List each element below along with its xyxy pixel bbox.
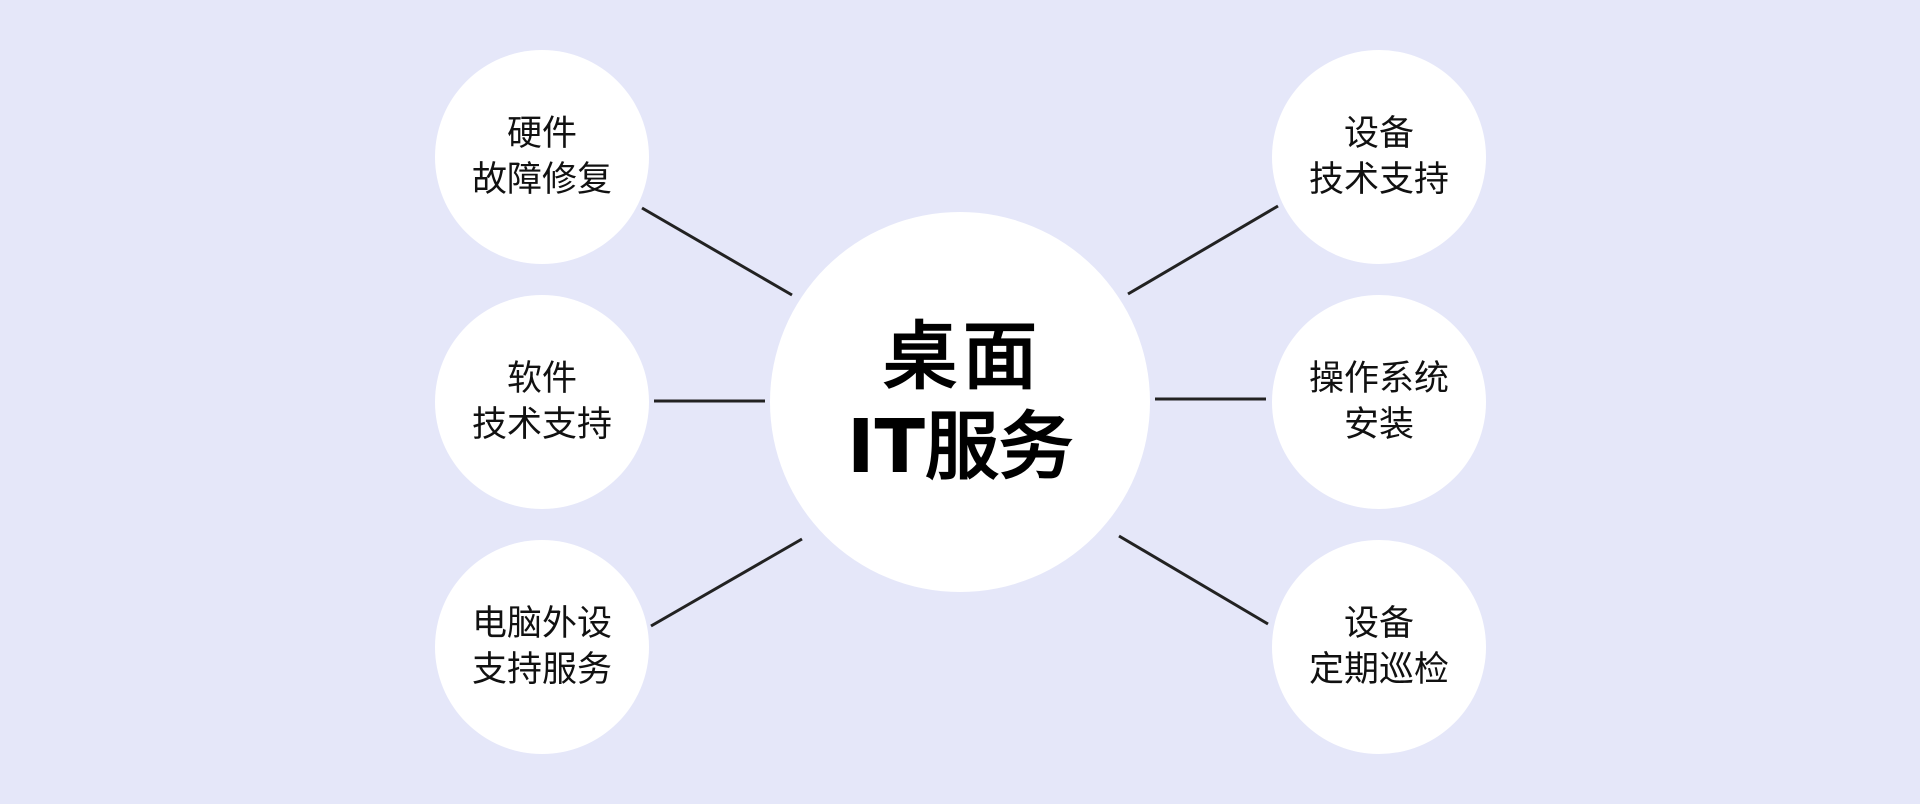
node-software-line1: 软件	[506, 359, 577, 399]
node-device-support-line1: 设备	[1343, 114, 1414, 154]
node-device-support: 设备 技术支持	[1272, 50, 1486, 264]
node-device-support-line2: 技术支持	[1308, 160, 1449, 200]
node-inspection-line1: 设备	[1343, 604, 1414, 644]
center-title-line2: IT服务	[846, 404, 1073, 490]
connector-device-support	[1127, 204, 1279, 296]
node-peripheral-support: 电脑外设 支持服务	[435, 540, 649, 754]
node-os-install: 操作系统 安装	[1272, 295, 1486, 509]
node-software-line2: 技术支持	[471, 405, 612, 445]
connector-hardware	[641, 206, 793, 297]
connector-inspection	[1118, 534, 1269, 626]
node-hardware-line1: 硬件	[506, 114, 577, 154]
connector-peripheral	[650, 537, 803, 628]
node-hardware-repair: 硬件 故障修复	[435, 50, 649, 264]
center-title-line1: 桌面	[883, 314, 1043, 400]
node-hardware-line2: 故障修复	[471, 160, 612, 200]
node-os-install-line1: 操作系统	[1308, 359, 1449, 399]
node-peripheral-line2: 支持服务	[471, 650, 612, 690]
node-inspection-line2: 定期巡检	[1308, 650, 1449, 690]
center-node: 桌面 IT服务	[770, 212, 1150, 592]
node-os-install-line2: 安装	[1343, 405, 1414, 445]
node-periodic-inspection: 设备 定期巡检	[1272, 540, 1486, 754]
node-peripheral-line1: 电脑外设	[471, 604, 612, 644]
node-software-support: 软件 技术支持	[435, 295, 649, 509]
